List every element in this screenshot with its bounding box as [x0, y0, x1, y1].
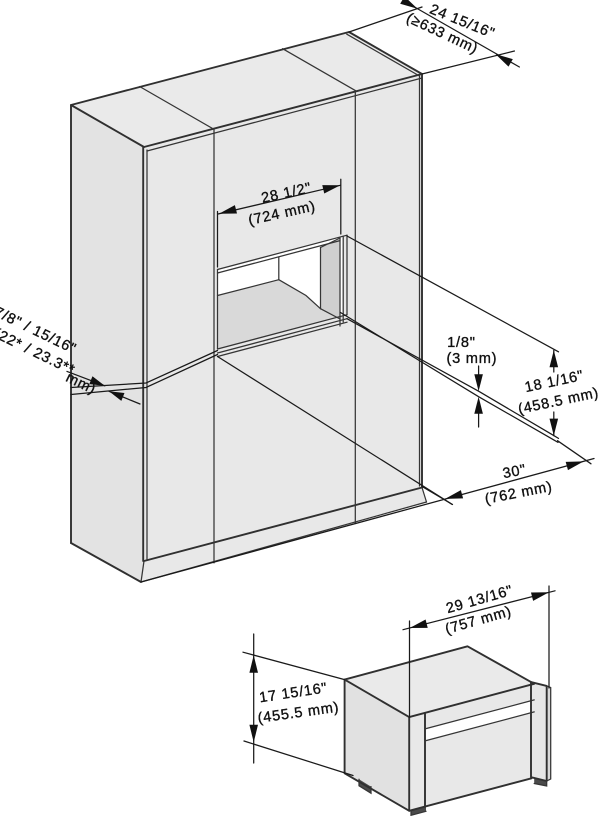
- svg-text:30": 30": [501, 462, 527, 482]
- svg-text:(3 mm): (3 mm): [447, 351, 498, 367]
- svg-text:1/8": 1/8": [447, 335, 475, 351]
